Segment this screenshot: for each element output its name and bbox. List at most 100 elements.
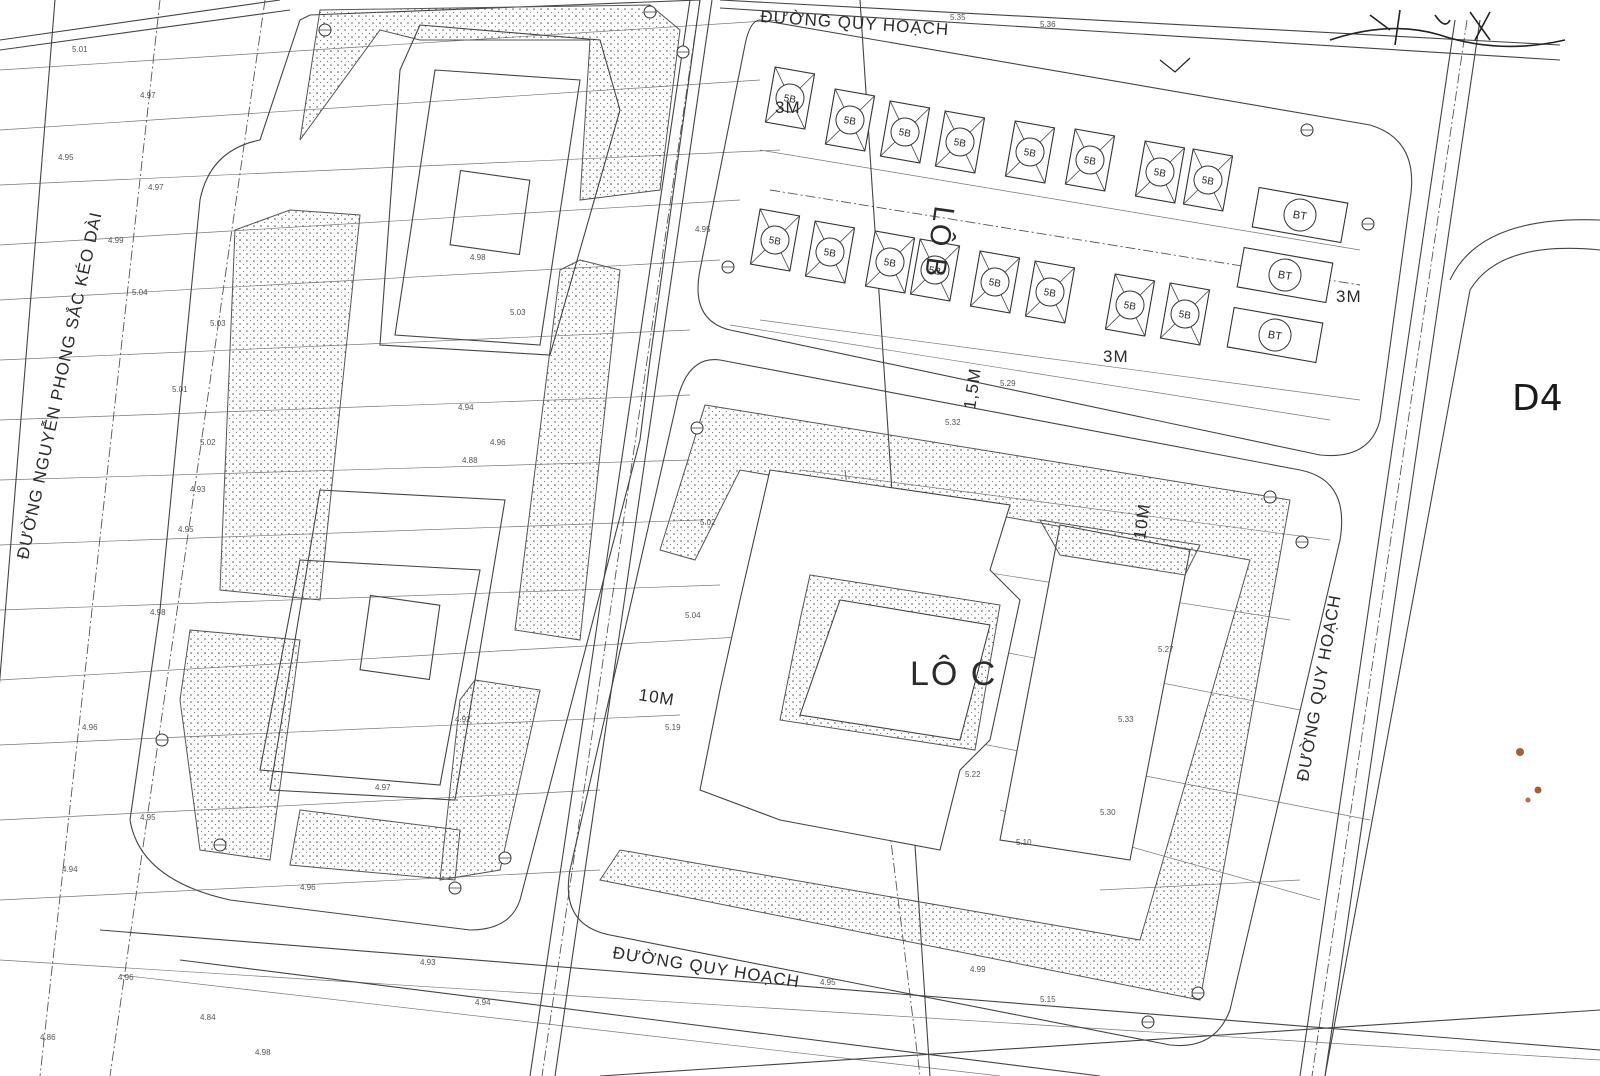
house-lot: 5B [804,220,856,284]
elevation: 5.30 [1100,808,1116,817]
house-lot: 5B [824,88,876,152]
house-lot: 5B [764,66,816,130]
lot-code: 5B [1153,167,1167,180]
house-lot: 5B [909,238,961,302]
lot-code-badge [1115,290,1145,320]
elevation: 5.04 [685,611,701,620]
elevation: 4.95 [820,978,836,987]
villa-lot-code: BT [1277,269,1293,283]
villa-lot: BT [1226,306,1324,364]
road-label-left: ĐƯỜNG NGUYỄN PHONG SẮC KÉO DÀI [13,210,105,561]
lot-code-badge [1015,137,1045,167]
survey-markers [155,5,1375,1029]
left-building-north [379,24,621,356]
elevation: 4.86 [40,1033,56,1042]
road-label-top: ĐƯỜNG QUY HOẠCH [760,7,950,39]
house-lot: 5B [864,230,916,294]
elevation: 5.01 [72,45,88,54]
villa-lot: BT [1236,246,1334,304]
lot-code-badge [835,105,865,135]
lot-code-badge [875,247,905,277]
lot-code: 5B [783,93,797,106]
lot-code-badge [945,127,975,157]
elevation: 4.97 [148,183,164,192]
elevation: 4.99 [970,965,986,974]
elevation: 5.33 [1118,715,1134,724]
elevation: 5.36 [1040,20,1056,29]
elevation: 5.02 [700,518,716,527]
stain-marks [1516,748,1542,803]
road-label-bottom: ĐƯỜNG QUY HOẠCH [611,943,801,991]
elevation: 4.96 [82,723,98,732]
house-lot: 5B [934,110,986,174]
handwritten-scribble [1159,9,1566,73]
lot-code: 5B [953,137,967,150]
house-lot: 5B [1159,282,1211,346]
lot-code: 5B [843,115,857,128]
lot-code-badge [760,225,790,255]
lot-code: 5B [1023,147,1037,160]
lot-code: 5B [898,127,912,140]
lot-code: 5B [1043,287,1057,300]
elevation: 4.92 [455,715,471,724]
lot-code-badge [815,237,845,267]
villa-lot-code: BT [1267,329,1283,343]
elevation-readings: 5.01 4.97 4.95 4.97 4.99 5.04 5.03 5.01 … [40,13,1174,1057]
elevation: 5.10 [1016,838,1032,847]
elevation: 4.84 [200,1013,216,1022]
road-label-right: ĐƯỜNG QUY HOẠCH [1293,593,1345,783]
width-label-10m-a: 10M [1130,502,1154,540]
lot-code: 5B [1123,300,1137,313]
elevation: 4.97 [140,91,156,100]
lot-code: 5B [988,277,1002,290]
elevation: 5.15 [1040,995,1056,1004]
elevation: 5.03 [210,319,226,328]
house-lot: 5B [749,208,801,272]
lot-code-badge [890,117,920,147]
elevation: 4.98 [150,608,166,617]
elevation: 4.95 [178,525,194,534]
elevation: 4.94 [475,998,491,1007]
elevation: 4.96 [300,883,316,892]
elevation: 4.95 [140,813,156,822]
elevation: 4.98 [470,253,486,262]
elevation: 5.19 [665,723,681,732]
block-c-outline [567,359,1343,1047]
house-lot: 5B [879,100,931,164]
lot-code: 5B [883,257,897,270]
elevation: 4.97 [375,783,391,792]
elevation: 4.96 [490,438,506,447]
lot-code-badge [775,83,805,113]
lot-code-badge [1170,299,1200,329]
elevation: 4.88 [462,456,478,465]
lot-code-badge [980,267,1010,297]
house-lot: 5B [1104,273,1156,337]
width-label-1-5m: 1,5M [960,367,985,411]
house-lot: 5B [969,250,1021,314]
elevation: 4.93 [420,958,436,967]
elevation: 5.29 [1000,379,1016,388]
elevation: 5.22 [965,770,981,779]
lot-code-badge [1035,277,1065,307]
block-b-outline [697,19,1413,457]
width-label-3m-c: 3M [1336,287,1362,306]
house-lot: 5B [1064,128,1116,192]
lot-code: 5B [1178,309,1192,322]
elevation: 5.04 [132,288,148,297]
left-park-areas [179,4,681,881]
elevation: 5.35 [950,13,966,22]
left-block-outline [129,0,701,931]
villa-lot: BT [1251,186,1349,244]
width-label-3m-a: 3M [775,98,801,117]
house-lot: 5B [1004,120,1056,184]
lot-code-badge [1193,165,1223,195]
elevation: 5.32 [945,418,961,427]
block-label-c: LÔ C [910,655,997,693]
house-lot: 5B [1024,260,1076,324]
elevation: 5.03 [510,308,526,317]
villa-lot-code: BT [1292,209,1308,223]
lot-code: 5B [1083,155,1097,168]
